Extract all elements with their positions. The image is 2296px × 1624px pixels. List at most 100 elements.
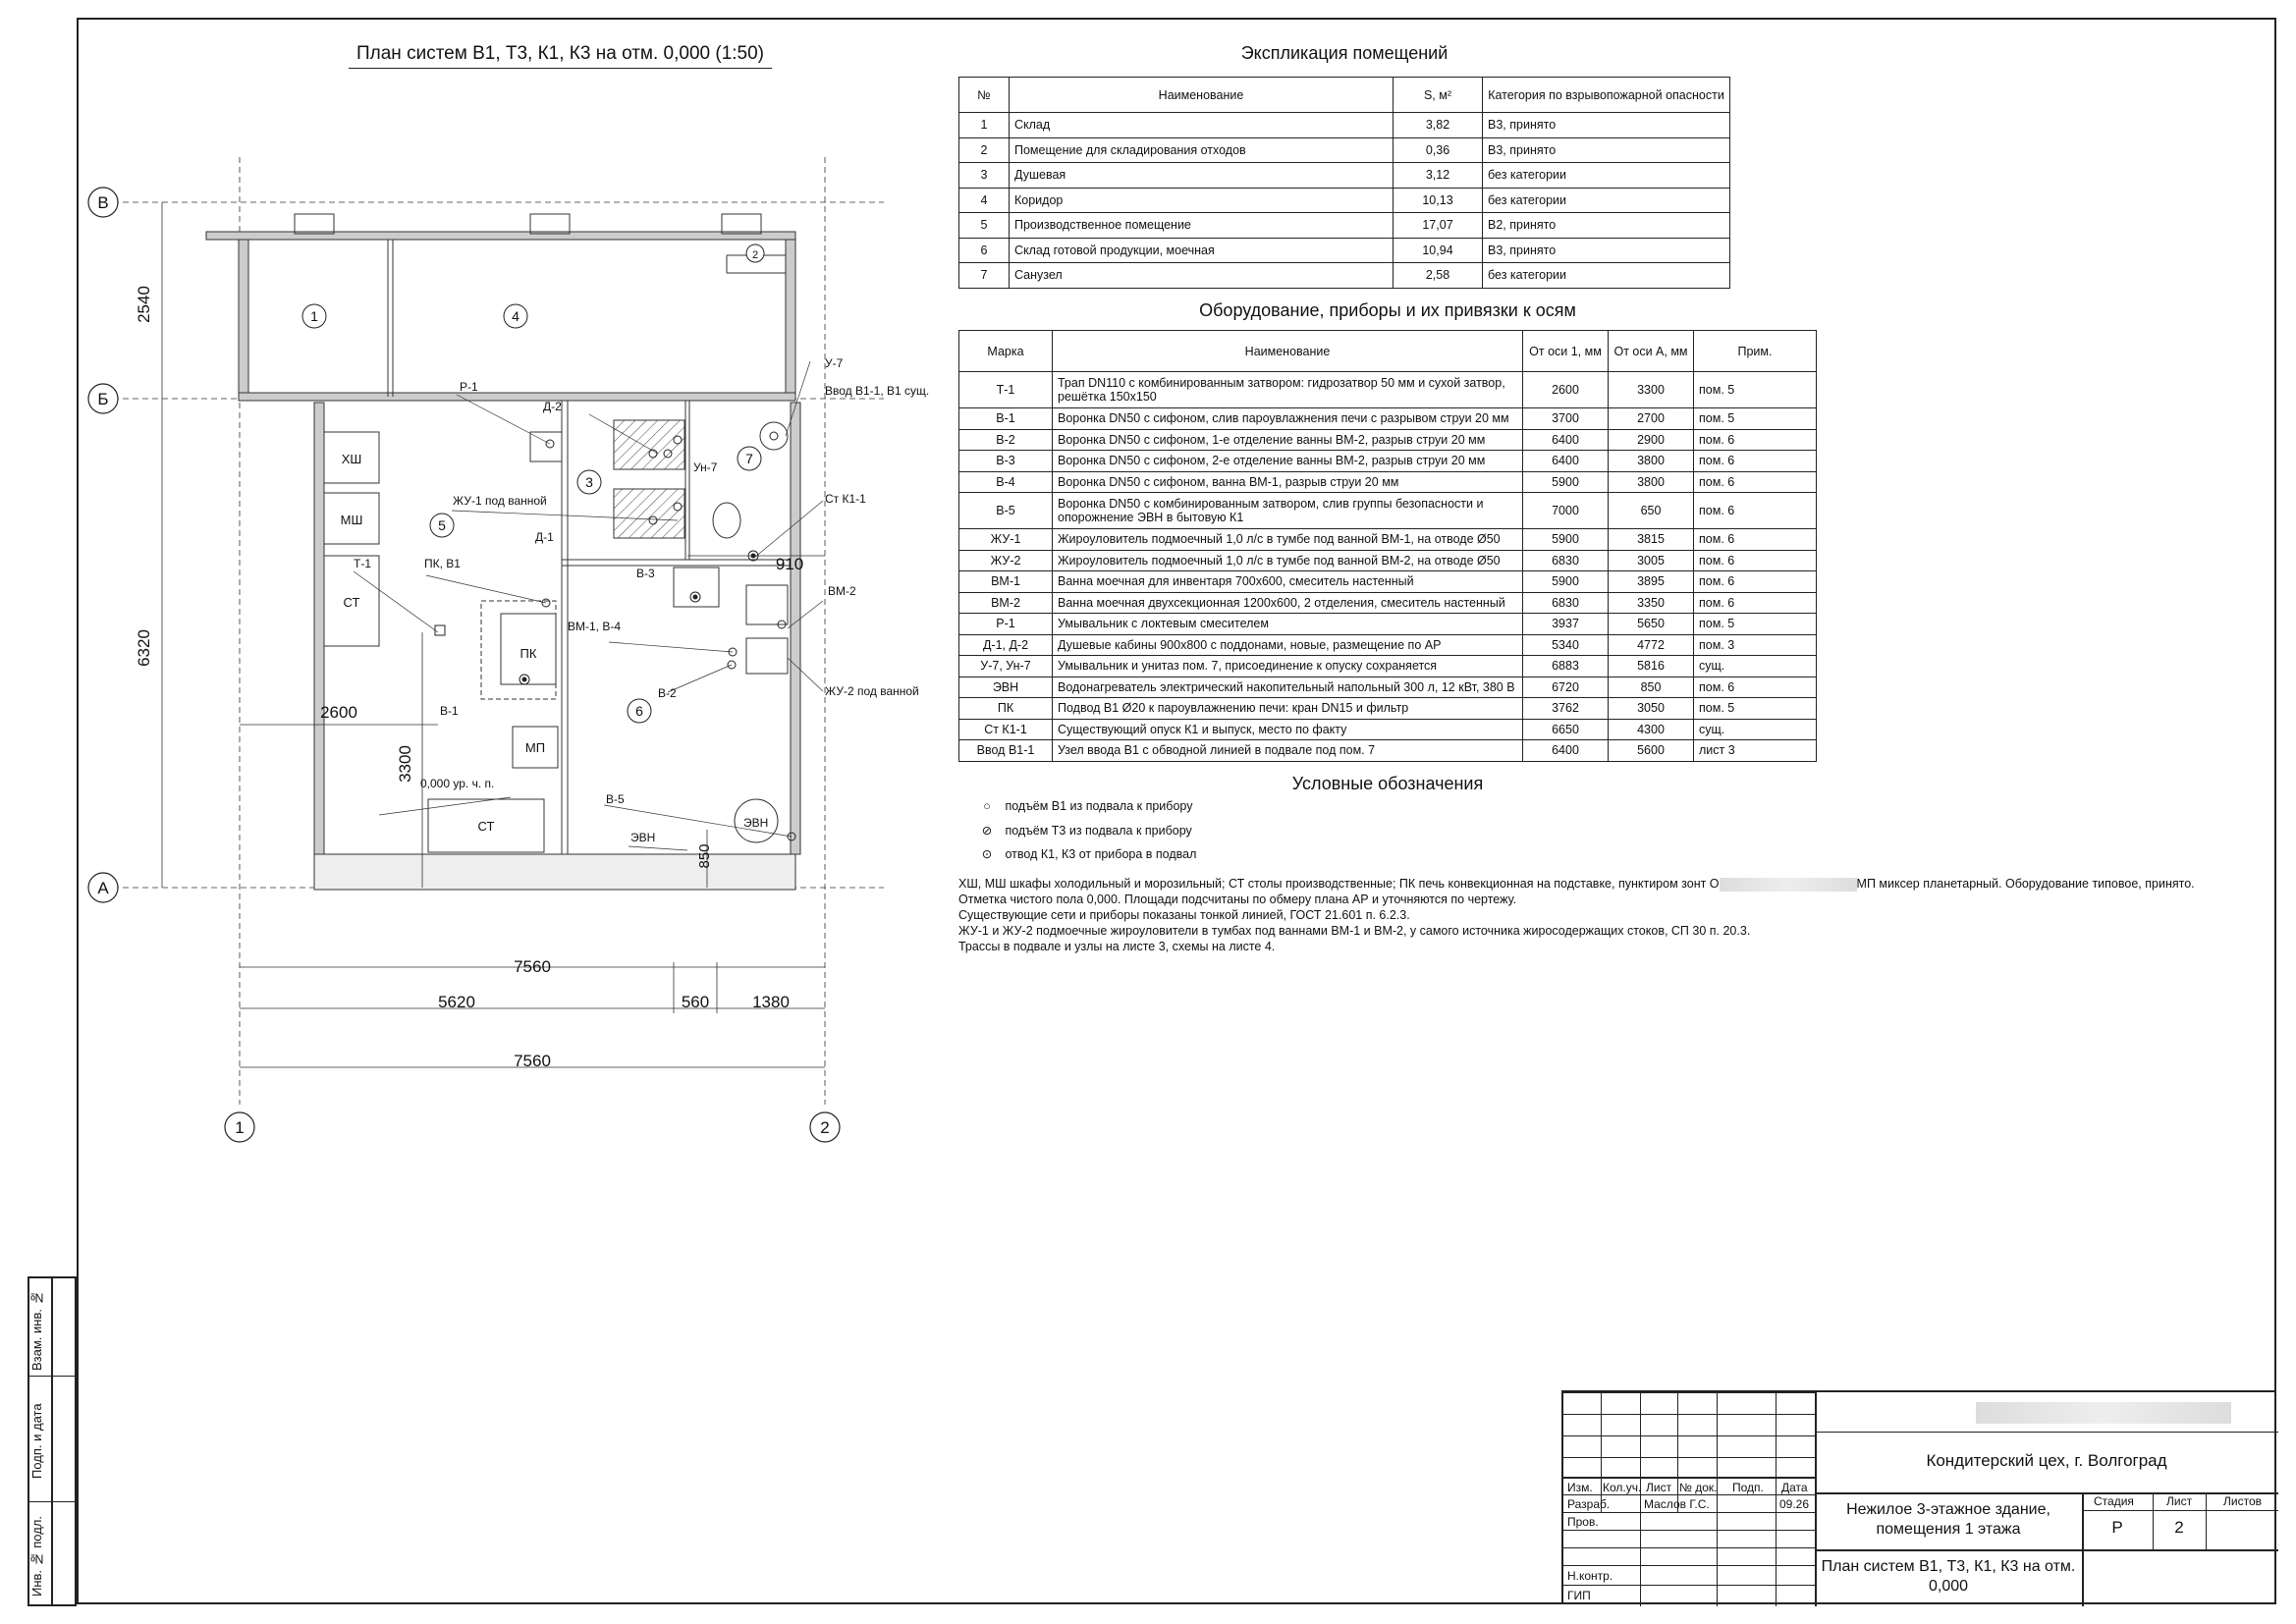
table-cell: 5900: [1522, 570, 1609, 593]
label-zhu1: ЖУ-1 под ванной: [453, 494, 547, 508]
room-1: 1: [310, 308, 318, 324]
table-cell: 3050: [1608, 697, 1694, 720]
table-cell: Воронка DN50 с сифоном, 1-е отделение ва…: [1052, 428, 1523, 451]
table-cell: 3: [958, 162, 1010, 189]
table-cell: 5340: [1522, 633, 1609, 656]
rooms-table-title: Экспликация помещений: [1240, 43, 1449, 63]
legend-item: ⊙ отвод К1, К3 от прибора в подвал: [972, 846, 1197, 861]
table-cell: Санузел: [1009, 262, 1394, 289]
dim-5620: 5620: [438, 993, 475, 1011]
table-cell: 3800: [1608, 450, 1694, 472]
table-cell: пом. 6: [1693, 549, 1817, 571]
table-cell: пом. 3: [1693, 633, 1817, 656]
table-cell: 6: [958, 237, 1010, 263]
table-cell: пом. 6: [1693, 450, 1817, 472]
table-cell: 3762: [1522, 697, 1609, 720]
table-cell: Воронка DN50 с сифоном, слив пароувлажне…: [1052, 407, 1523, 430]
table-cell: Умывальник и унитаз пом. 7, присоединени…: [1052, 655, 1523, 677]
table-cell: Душевые кабины 900х800 с поддонами, новы…: [1052, 633, 1523, 656]
dim-7560-top: 7560: [514, 957, 551, 976]
table-cell: Ст К1-1: [958, 718, 1053, 740]
table-cell: 10,94: [1393, 237, 1483, 263]
table-cell: пом. 5: [1693, 371, 1817, 408]
legend-item: ⊘ подъём Т3 из подвала к прибору: [972, 823, 1192, 838]
table-cell: Воронка DN50 с сифоном, ванна ВМ-1, разр…: [1052, 470, 1523, 493]
table-cell: пом. 5: [1693, 613, 1817, 635]
label-st-k1-1: Ст К1-1: [825, 492, 866, 506]
dim-1380: 1380: [752, 993, 790, 1011]
table-cell: пом. 6: [1693, 528, 1817, 551]
table-cell: 3895: [1608, 570, 1694, 593]
dim-6320: 6320: [135, 629, 153, 667]
label-b5: В-5: [606, 792, 625, 806]
table-cell: 2900: [1608, 428, 1694, 451]
col-num: №: [958, 77, 1010, 113]
stamp-gip: ГИП: [1567, 1589, 1591, 1602]
label-d2: Д-2: [543, 400, 562, 413]
axis-2: 2: [820, 1118, 829, 1137]
legend-riser-v1-icon: ○: [983, 799, 991, 813]
table-cell: 7: [958, 262, 1010, 289]
table-cell: без категории: [1482, 187, 1730, 213]
axis-v: В: [97, 193, 108, 212]
table-cell: 6830: [1522, 549, 1609, 571]
table-cell: Узел ввода В1 с обводной линией в подвал…: [1052, 739, 1523, 762]
table-cell: 6400: [1522, 739, 1609, 762]
table-cell: 7000: [1522, 492, 1609, 529]
table-cell: В3, принято: [1482, 112, 1730, 138]
title-block: Изм. Кол.уч. Лист № док. Подп. Дата Разр…: [1561, 1390, 2278, 1606]
sheet-title: План систем В1, Т3, К1, К3 на отм. 0,000…: [349, 43, 772, 69]
label-b3: В-3: [636, 567, 655, 580]
table-cell: 4772: [1608, 633, 1694, 656]
table-cell: 3005: [1608, 549, 1694, 571]
room-7: 7: [745, 451, 753, 466]
table-cell: Подвод В1 Ø20 к пароувлажнению печи: кра…: [1052, 697, 1523, 720]
dim-2600: 2600: [320, 703, 357, 722]
table-cell: 3700: [1522, 407, 1609, 430]
dim-3300: 3300: [396, 745, 414, 783]
label-vvod: Ввод В1-1, В1 сущ.: [825, 384, 929, 398]
stamp-nkontr: Н.контр.: [1567, 1569, 1613, 1583]
label-un7: Ун-7: [693, 460, 718, 474]
riser-p1: [545, 439, 555, 449]
stamp-building: Нежилое 3-этажное здание, помещения 1 эт…: [1846, 1501, 2050, 1538]
table-cell: 17,07: [1393, 212, 1483, 239]
dim-2540: 2540: [135, 286, 153, 323]
table-cell: пом. 5: [1693, 407, 1817, 430]
label-zero-level: 0,000 ур. ч. п.: [420, 777, 494, 790]
table-cell: пом. 5: [1693, 697, 1817, 720]
stamp-stage: Р: [2111, 1518, 2123, 1537]
legend-drain-k1-icon: ⊙: [981, 847, 993, 861]
equip-table-title: Оборудование, приборы и их привязки к ос…: [1199, 300, 1576, 320]
stamp-list-h: Лист: [2166, 1494, 2193, 1508]
dim-910: 910: [776, 555, 803, 573]
table-cell: пом. 6: [1693, 428, 1817, 451]
legend-title: Условные обозначения: [1291, 774, 1484, 793]
stamp-sheet-name: План систем В1, Т3, К1, К3 на отм. 0,000: [1821, 1558, 2076, 1595]
legend-item: ○ подъём В1 из подвала к прибору: [972, 799, 1192, 813]
dim-7560-bottom: 7560: [514, 1052, 551, 1070]
table-cell: 3815: [1608, 528, 1694, 551]
table-cell: Коридор: [1009, 187, 1394, 213]
table-cell: 3,82: [1393, 112, 1483, 138]
table-cell: Существующий опуск К1 и выпуск, место по…: [1052, 718, 1523, 740]
table-cell: В-3: [958, 450, 1053, 472]
side-stamp: Взам. инв. № Подп. и дата Инв. № подл.: [27, 1276, 77, 1606]
table-cell: Водонагреватель электрический накопитель…: [1052, 676, 1523, 698]
table-cell: ВМ-1: [958, 570, 1053, 593]
table-cell: 2,58: [1393, 262, 1483, 289]
stamp-h-kol: Кол.уч.: [1603, 1481, 1642, 1494]
